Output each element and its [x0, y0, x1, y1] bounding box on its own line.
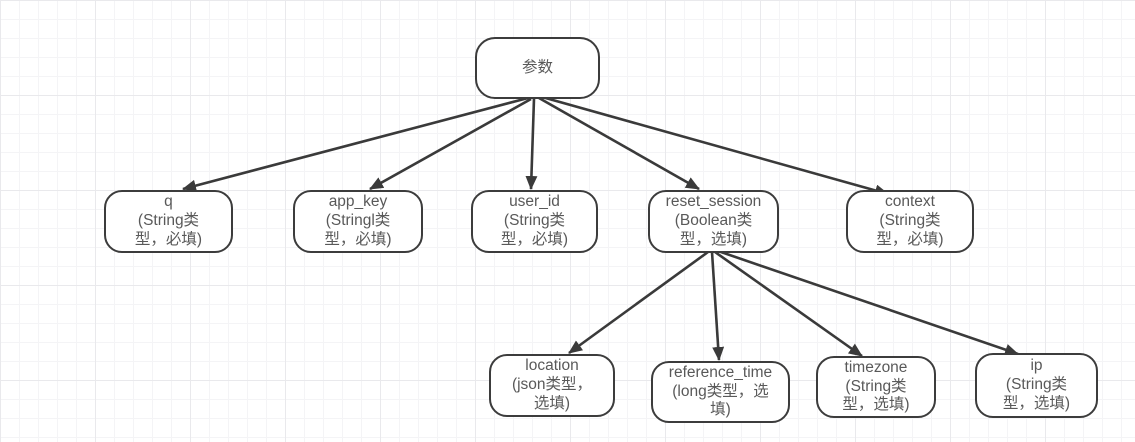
node-params[interactable]: 参数: [475, 37, 600, 99]
edge-params-q: [182, 96, 529, 192]
edge-params-app_key: [369, 97, 532, 191]
edge-reset_session-ip: [717, 249, 1019, 356]
edge-params-user_id: [525, 98, 538, 190]
edge-params-reset_session: [538, 96, 700, 191]
edge-reset_session-location: [568, 250, 709, 355]
node-location[interactable]: location (json类型， 选填): [489, 354, 615, 417]
node-reference_time[interactable]: reference_time (long类型，选 填): [651, 361, 790, 423]
edge-params-context: [541, 95, 889, 197]
node-reset_session[interactable]: reset_session (Boolean类 型，选填): [648, 190, 779, 253]
node-app_key[interactable]: app_key (Stringl类 型，必填): [293, 190, 423, 253]
node-timezone[interactable]: timezone (String类 型，选填): [816, 356, 936, 418]
node-user_id[interactable]: user_id (String类 型，必填): [471, 190, 598, 253]
node-context[interactable]: context (String类 型，必填): [846, 190, 974, 253]
node-q[interactable]: q (String类 型，必填): [104, 190, 233, 253]
edge-reset_session-timezone: [714, 250, 863, 358]
edge-reset_session-reference_time: [710, 251, 725, 361]
node-ip[interactable]: ip (String类 型，选填): [975, 353, 1098, 418]
